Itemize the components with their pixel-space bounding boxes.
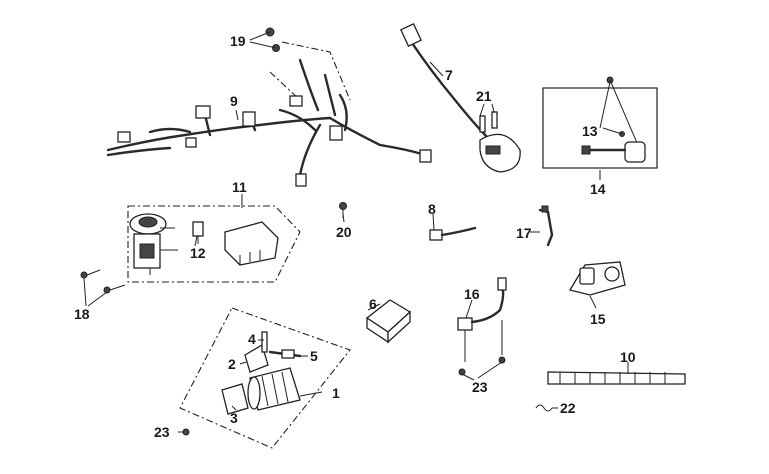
callout-17: 17 (516, 225, 532, 241)
coil-1[interactable] (247, 367, 301, 411)
screws-18[interactable] (80, 269, 126, 294)
callout-5: 5 (310, 348, 318, 364)
callout-18: 18 (74, 306, 90, 322)
assembly-1-frame (179, 307, 351, 449)
callout-23-left: 23 (154, 424, 170, 440)
screw-21[interactable] (479, 111, 498, 133)
callout-9: 9 (230, 93, 238, 109)
bolt-20[interactable] (339, 202, 347, 219)
callout-2: 2 (228, 356, 236, 372)
screws-23-right[interactable] (458, 356, 506, 376)
callout-23-right: 23 (472, 379, 488, 395)
callout-12: 12 (190, 245, 206, 261)
callout-3: 3 (230, 410, 238, 426)
callout-11: 11 (232, 179, 247, 195)
leader-lines (83, 31, 629, 433)
fuel-pump-assembly[interactable] (129, 213, 178, 275)
screw-23-left[interactable] (182, 428, 190, 436)
callout-20: 20 (336, 224, 352, 240)
callout-10: 10 (620, 349, 636, 365)
callout-22: 22 (560, 400, 576, 416)
sensor-8[interactable] (429, 226, 477, 241)
callout-16: 16 (464, 286, 480, 302)
callout-1: 1 (332, 385, 340, 401)
callout-13: 13 (582, 123, 598, 139)
callout-8: 8 (428, 201, 436, 217)
assembly-15[interactable] (568, 261, 626, 296)
ignition-cable[interactable] (399, 23, 521, 173)
assembly-11-frame (127, 205, 301, 283)
assembly-14-frame (542, 87, 658, 169)
harness-16[interactable] (457, 277, 507, 362)
switch-13[interactable] (581, 76, 646, 163)
relay-6[interactable] (365, 299, 412, 344)
bolt-4[interactable] (261, 331, 268, 353)
callout-7: 7 (445, 67, 453, 83)
callout-15: 15 (590, 311, 606, 327)
callout-6: 6 (369, 296, 377, 312)
switch-17[interactable] (538, 205, 554, 247)
callout-21: 21 (476, 88, 492, 104)
wire-harness[interactable] (106, 27, 432, 187)
cable-tie-10[interactable] (547, 371, 686, 385)
spring-22[interactable] (535, 404, 553, 412)
cdi-unit-11[interactable] (224, 221, 279, 266)
callout-4: 4 (248, 331, 256, 347)
cover-3[interactable] (221, 383, 249, 415)
relay-12[interactable] (192, 221, 204, 244)
callout-19: 19 (230, 33, 246, 49)
wire-5[interactable] (268, 349, 302, 359)
callout-14: 14 (590, 181, 606, 197)
